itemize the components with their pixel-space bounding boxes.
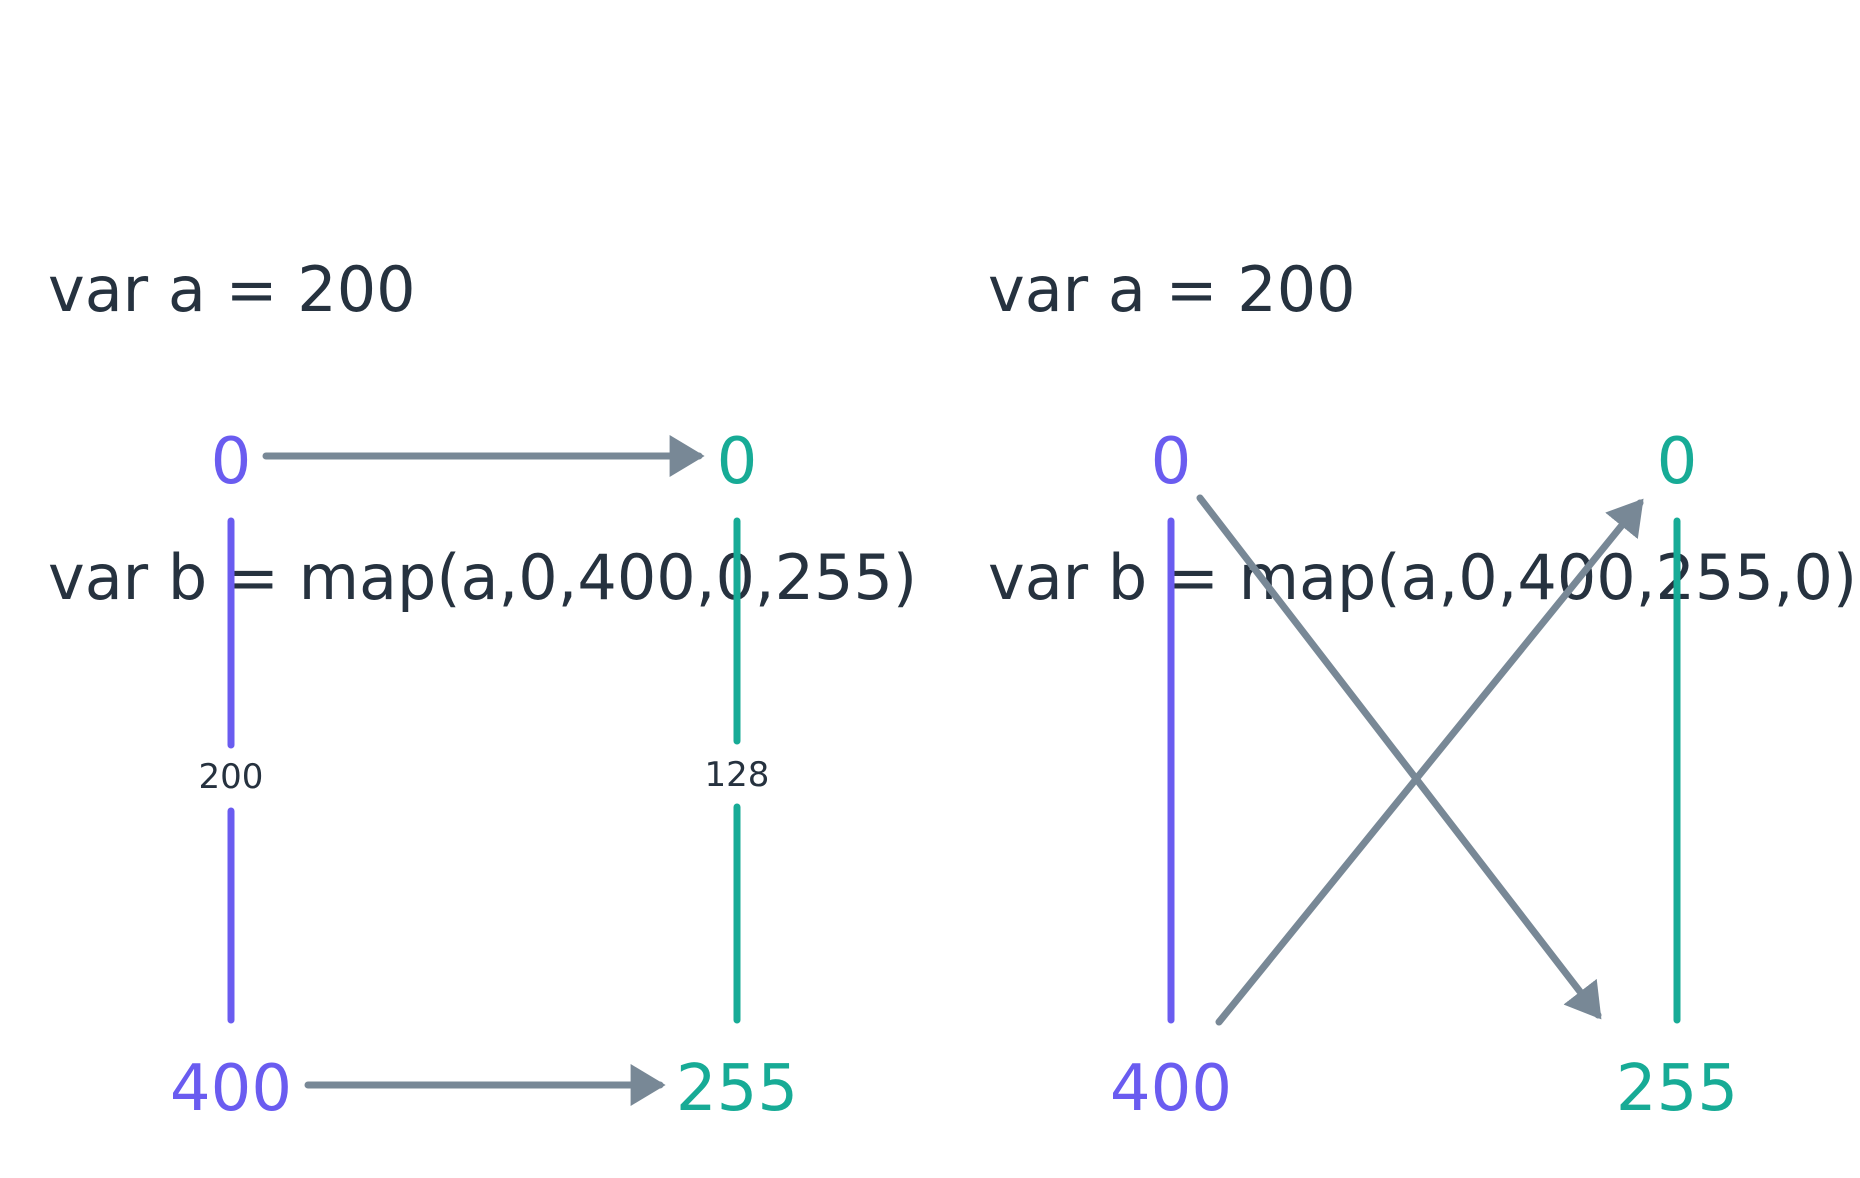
left-input-value-label: 200 [199,757,264,797]
left-code-line-2: var b = map(a,0,400,0,255) [48,541,918,614]
right-code-line-2: var b = map(a,0,400,255,0) [988,541,1858,614]
left-code-block: var a = 200 var b = map(a,0,400,0,255) [48,50,917,722]
right-output-bottom-label: 255 [1616,1052,1738,1126]
left-output-top-label: 0 [717,425,758,499]
right-code-line-1: var a = 200 [988,253,1356,326]
left-output-bottom-label: 255 [676,1052,798,1126]
right-input-bottom-label: 400 [1110,1052,1232,1126]
right-input-top-label: 0 [1151,425,1192,499]
right-code-block: var a = 200 var b = map(a,0,400,255,0) [988,50,1857,722]
right-output-top-label: 0 [1657,425,1698,499]
left-code-line-1: var a = 200 [48,253,416,326]
right-arrow-0-to-255 [1196,494,1602,1020]
right-arrow-400-to-0 [1215,498,1644,1026]
left-output-value-label: 128 [705,755,770,795]
left-input-top-label: 0 [211,425,252,499]
left-input-bottom-label: 400 [170,1052,292,1126]
